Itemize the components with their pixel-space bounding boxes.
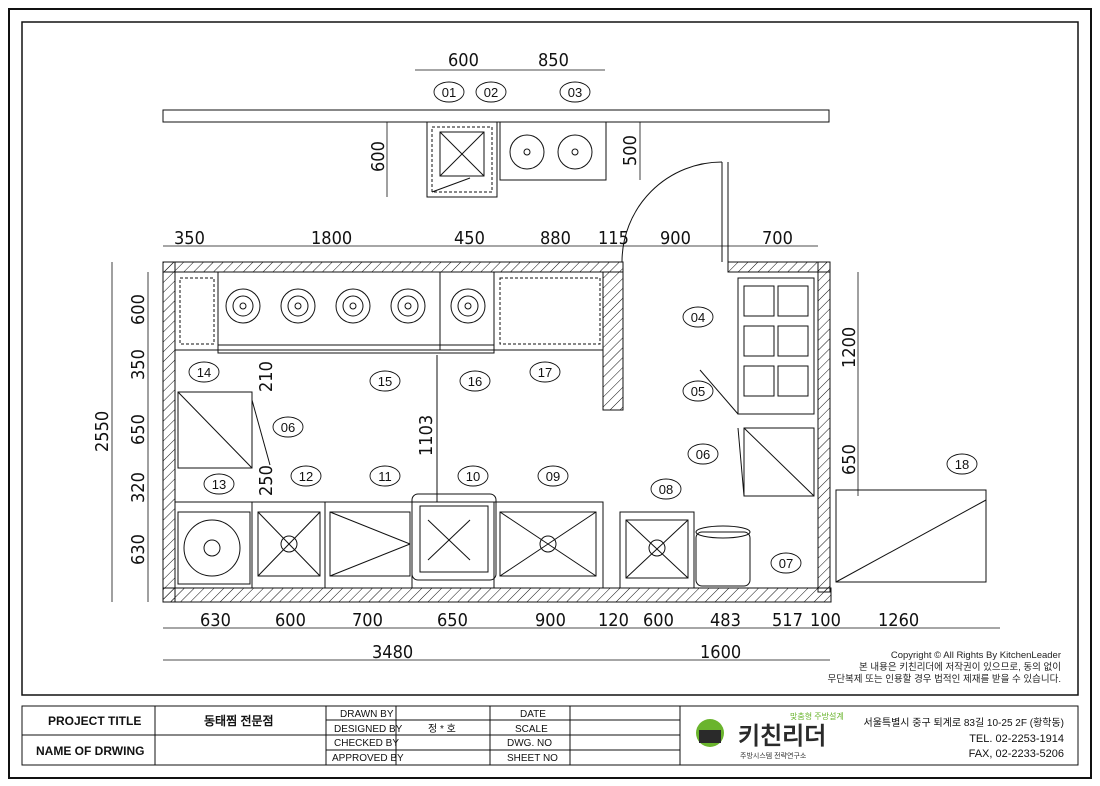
equipment-linework [174,271,987,589]
dim-880: 880 [540,228,571,249]
title-block-text: PROJECT TITLE 동태찜 전문점 NAME OF DRWING DRA… [36,709,558,764]
tag-07: 07 [779,556,793,571]
dim-120-bottom: 120 [598,610,629,631]
tag-14: 14 [197,365,211,380]
checked-by-label: CHECKED BY [334,738,399,749]
upper-prep-area [162,109,830,263]
fax-line: FAX, 02-2233-5206 [969,748,1064,760]
dim-900: 900 [660,228,691,249]
date-label: DATE [520,709,546,720]
copyright-line-1: Copyright © All Rights By KitchenLeader [891,650,1061,661]
tag-06-left: 06 [281,420,295,435]
designer-name: 정 * 호 [428,723,456,735]
tag-08: 08 [659,482,673,497]
dim-1800: 1800 [311,228,352,249]
dimension-lines [111,69,1000,661]
project-title-label: PROJECT TITLE [48,714,141,728]
drawing-area-border [21,21,1079,696]
project-title-value: 동태찜 전문점 [204,713,274,728]
tag-16: 16 [468,374,482,389]
equipment-tag-labels: 01 02 03 04 05 06 06 07 08 09 10 11 12 1… [197,85,969,571]
title-block [21,705,1079,766]
dim-450: 450 [454,228,485,249]
dwg-no-label: DWG. NO [507,738,552,749]
tag-17: 17 [538,365,552,380]
tag-02: 02 [484,85,498,100]
dim-630-bottom: 630 [200,610,231,631]
copyright-line-2: 본 내용은 키친리더에 저작권이 있으므로, 동의 없이 [859,661,1061,673]
tag-09: 09 [546,469,560,484]
drawn-by-label: DRAWN BY [340,709,394,720]
dim-600-left: 600 [128,294,149,325]
dim-700-top: 700 [762,228,793,249]
scale-label: SCALE [515,724,548,735]
dim-115: 115 [598,228,629,249]
designed-by-label: DESIGNED BY [334,724,403,735]
kitchenleader-logo: 키친리더 맞춤형 주방설계 주방시스템 전략연구소 [696,711,844,760]
dim-650-right: 650 [839,444,860,475]
dim-1600: 1600 [700,642,741,663]
tag-12: 12 [299,469,313,484]
dim-600-top: 600 [448,50,479,71]
approved-by-label: APPROVED BY [332,753,404,764]
dim-320-left: 320 [128,472,149,503]
tag-15: 15 [378,374,392,389]
dim-483: 483 [710,610,741,631]
tag-01: 01 [442,85,456,100]
tag-04: 04 [691,310,705,325]
sheet-no-label: SHEET NO [507,753,558,764]
dim-650-left: 650 [128,414,149,445]
dim-350-left: 350 [128,349,149,380]
tag-03: 03 [568,85,582,100]
outer-border [8,8,1092,779]
equipment-tags [188,81,978,574]
dim-600-bottom-2: 600 [643,610,674,631]
company-address: 서울특별시 중구 퇴계로 83길 10-25 2F (황학동) TEL. 02-… [864,716,1065,760]
dim-630-left: 630 [128,534,149,565]
tag-06-right: 06 [696,447,710,462]
dim-650-bottom: 650 [437,610,468,631]
tel-line: TEL. 02-2253-1914 [969,733,1064,745]
dim-600-bottom: 600 [275,610,306,631]
dim-1200: 1200 [839,327,860,368]
gas-range-burners [225,288,486,324]
logo-tagline: 맞춤형 주방설계 [790,711,844,721]
name-of-drawing-label: NAME OF DRWING [36,744,144,758]
dim-1103: 1103 [416,415,437,456]
dim-210: 210 [256,361,277,392]
tag-13: 13 [212,477,226,492]
copyright-line-3: 무단복제 또는 인용할 경우 법적인 제재를 받을 수 있습니다. [827,673,1061,685]
dim-100: 100 [810,610,841,631]
tag-11: 11 [378,469,392,484]
dim-850-top: 850 [538,50,569,71]
dim-1260: 1260 [878,610,919,631]
dim-600-left-small: 600 [368,141,389,172]
dim-700-bottom: 700 [352,610,383,631]
dim-517: 517 [772,610,803,631]
dim-350: 350 [174,228,205,249]
copyright-notice: Copyright © All Rights By KitchenLeader … [827,650,1061,685]
logo-subtitle: 주방시스템 전략연구소 [740,751,807,760]
tag-05: 05 [691,384,705,399]
logo-wordmark: 키친리더 [738,723,826,750]
dim-250: 250 [256,465,277,496]
tag-10: 10 [466,469,480,484]
dim-900-bottom: 900 [535,610,566,631]
address-line: 서울특별시 중구 퇴계로 83길 10-25 2F (황학동) [864,716,1065,729]
main-walls [162,261,832,603]
dimension-labels: 600 850 600 500 350 1800 450 880 115 900… [92,50,919,663]
dim-500-right-small: 500 [620,135,641,166]
tag-18: 18 [955,457,969,472]
dim-3480: 3480 [372,642,413,663]
dim-2550: 2550 [92,411,113,452]
